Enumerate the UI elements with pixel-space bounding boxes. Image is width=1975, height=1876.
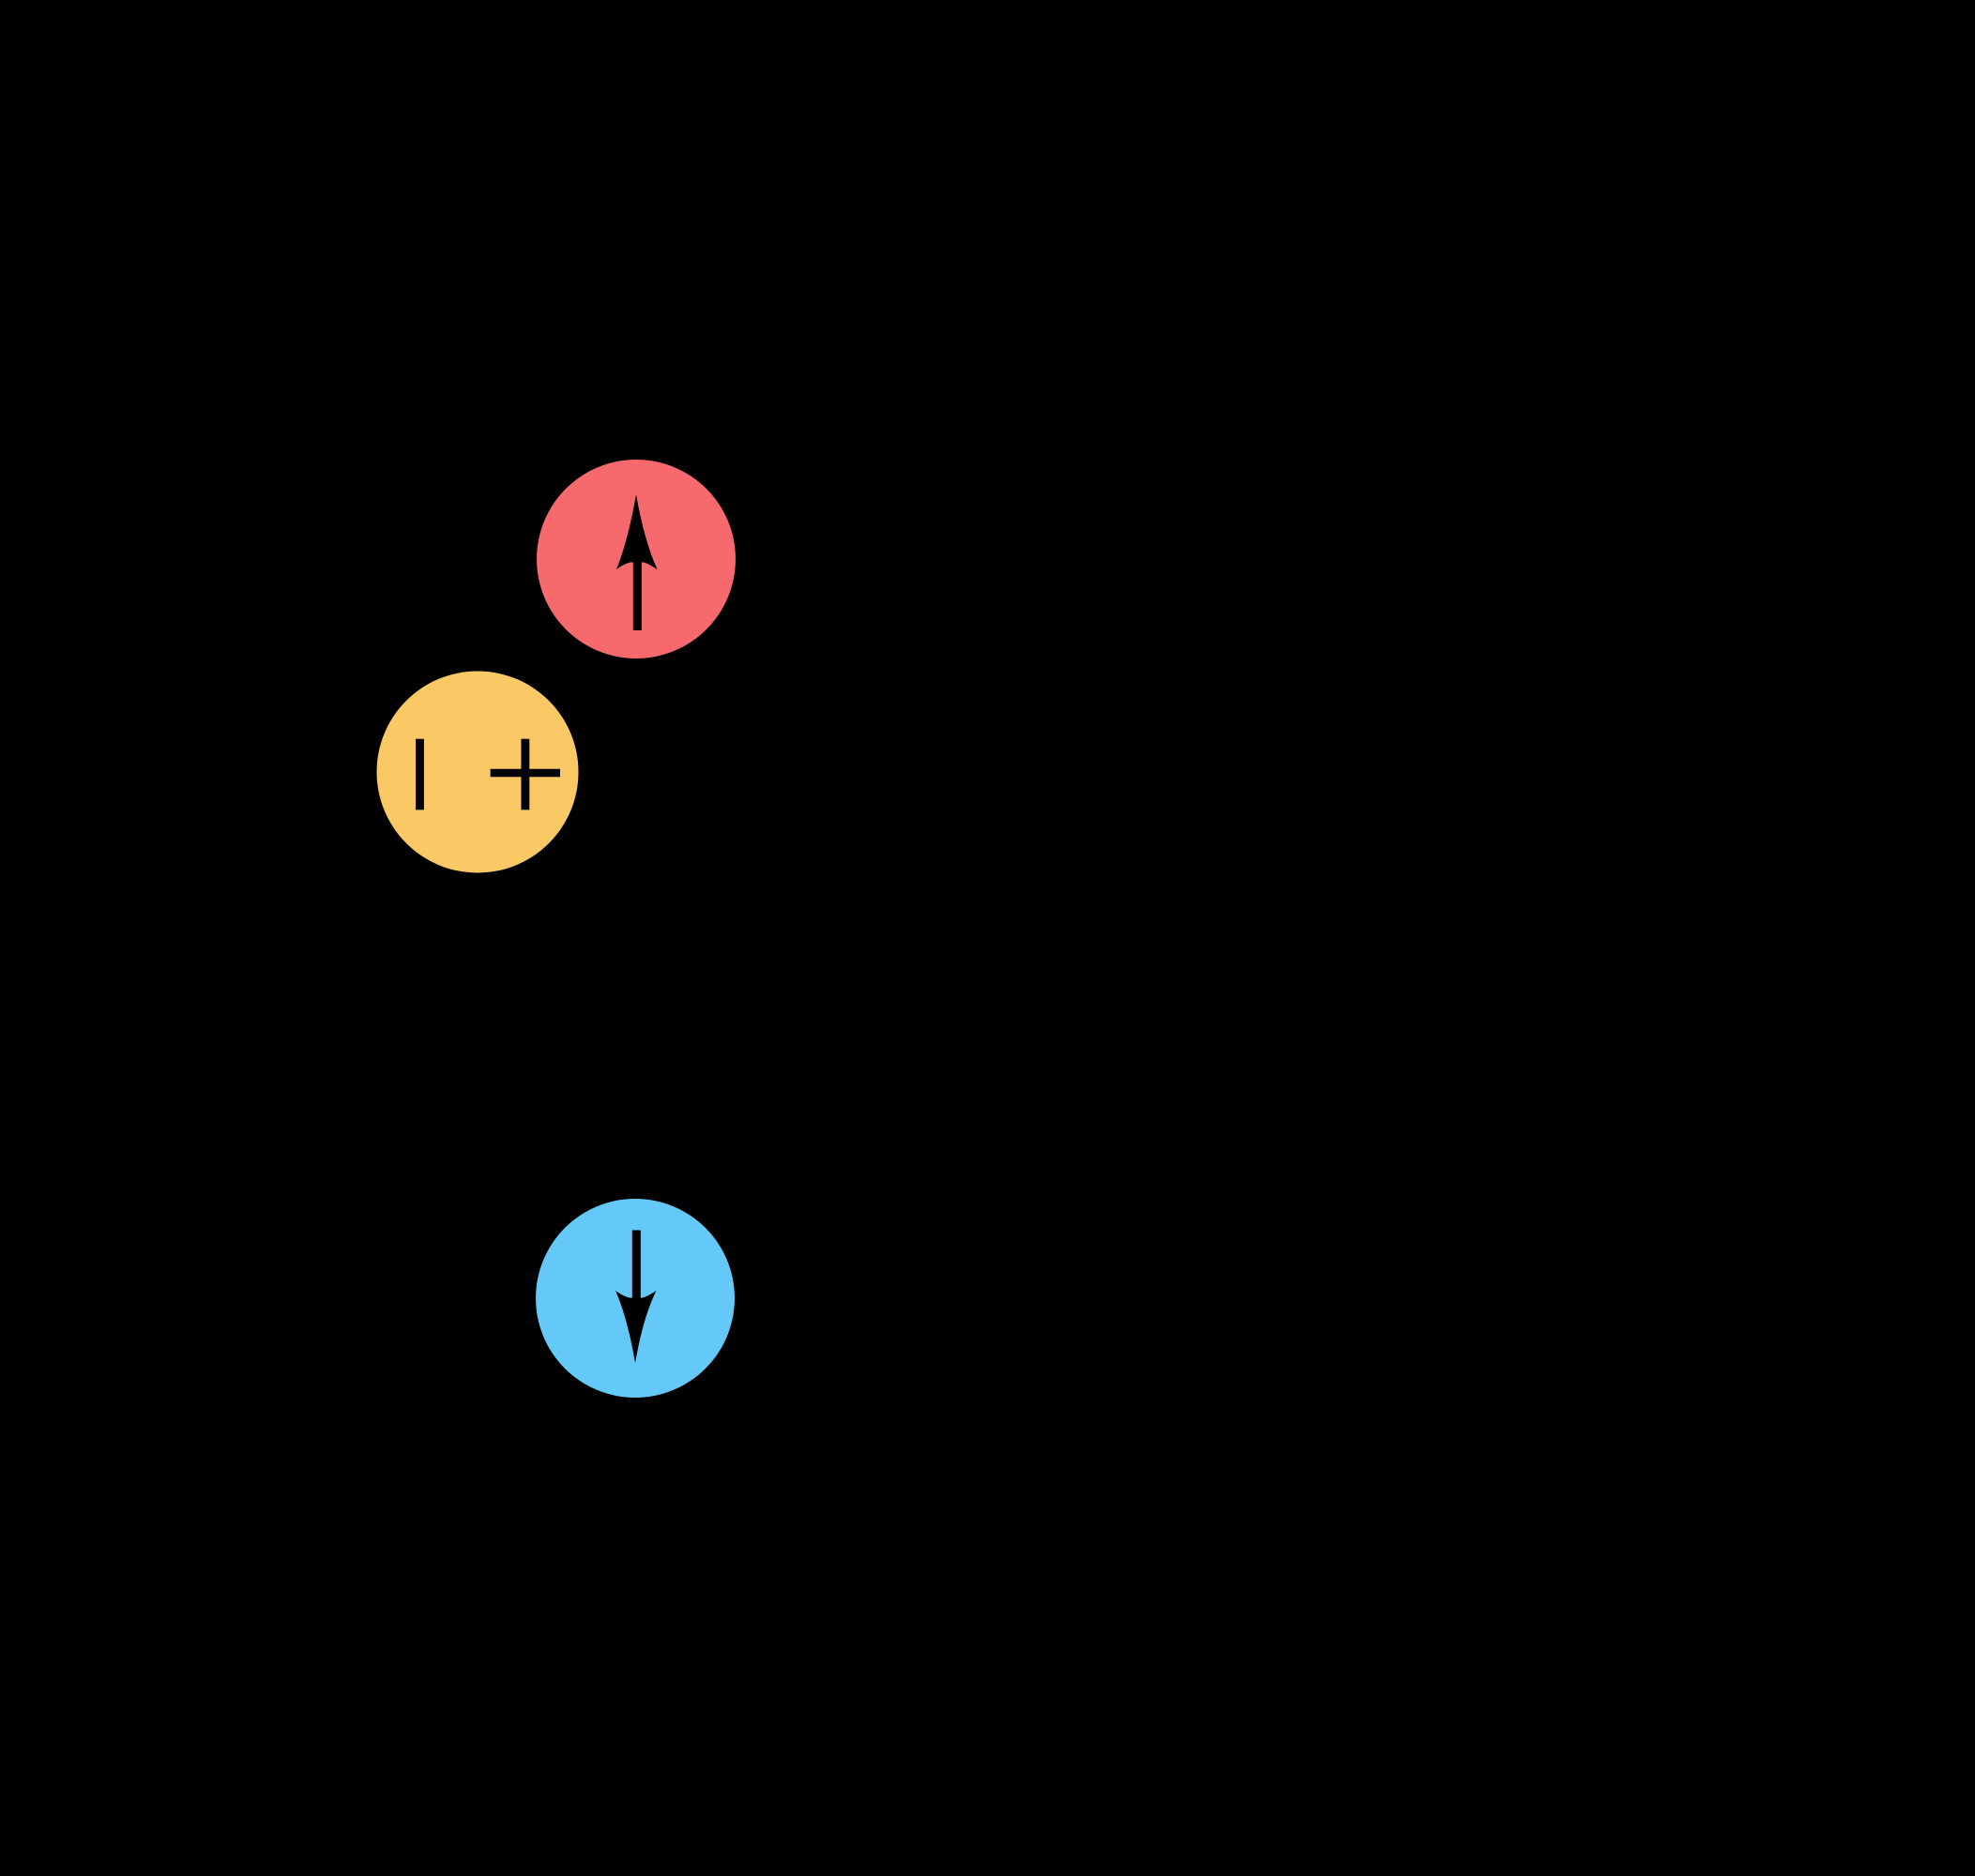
arrow-down-icon	[615, 1230, 657, 1363]
arrow-up-shape	[616, 494, 658, 630]
arrow-up-icon	[616, 494, 658, 630]
charge-plus-one-glyph	[416, 738, 561, 810]
positive-charge-circle	[376, 671, 579, 873]
digit-one-bar	[416, 738, 424, 810]
spin-down-circle	[536, 1199, 735, 1398]
spin-up-circle	[537, 460, 736, 658]
plus-sign-vertical	[521, 738, 530, 810]
charge-label-shapes	[416, 738, 561, 810]
arrow-down-shape	[615, 1230, 657, 1363]
